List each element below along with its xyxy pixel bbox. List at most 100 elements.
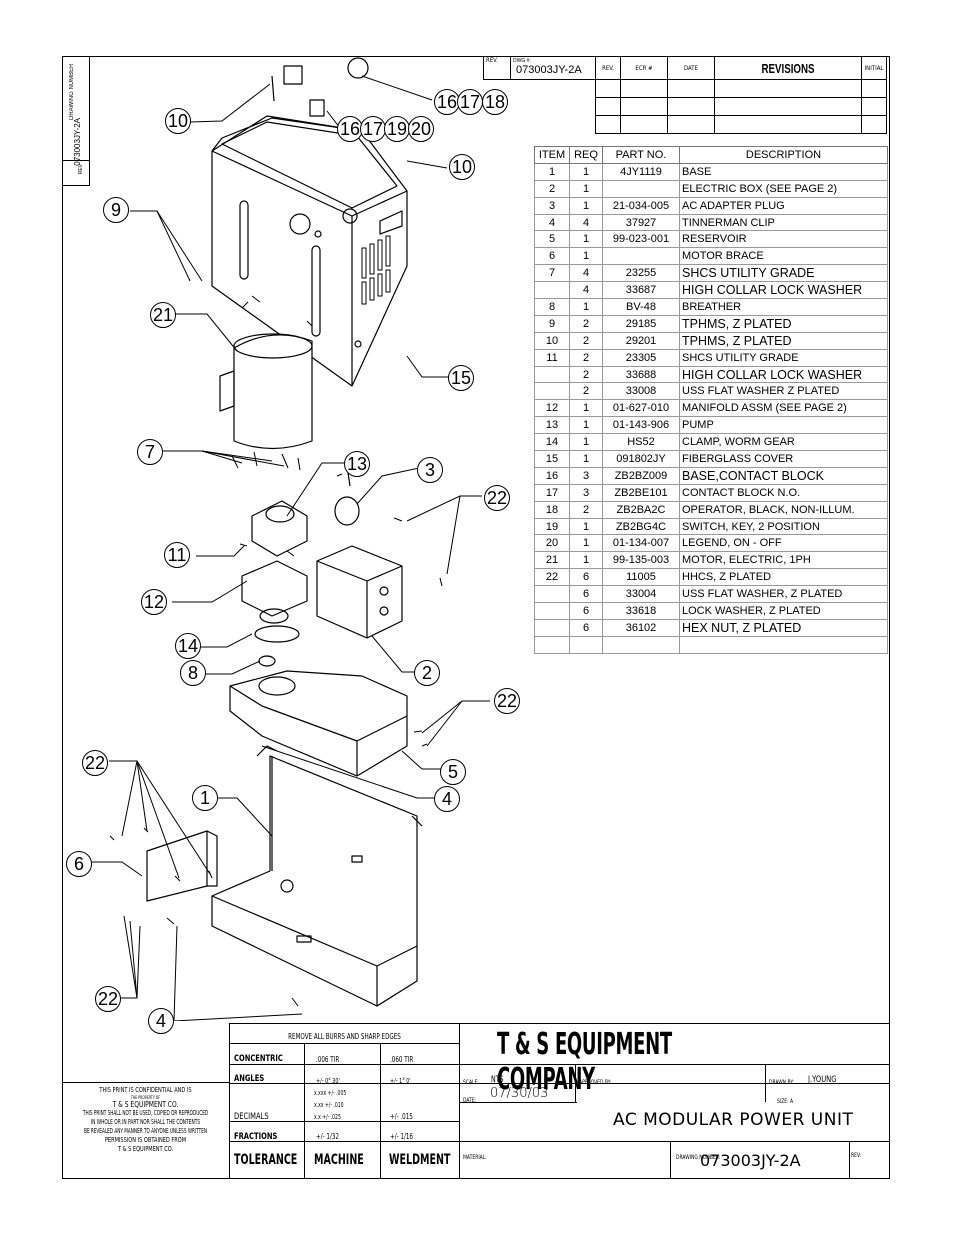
part-number: 33008: [602, 382, 680, 401]
col-rev: REV.: [595, 56, 621, 80]
part-number: ZB2BA2C: [602, 500, 680, 519]
item-number: [534, 382, 570, 401]
drawing-number: 073003JY-2A: [700, 1151, 801, 1170]
part-description: SHCS UTILITY GRADE: [679, 348, 888, 367]
callout-bubble: 17: [360, 116, 386, 142]
item-number: 19: [534, 517, 570, 536]
required-qty: 1: [569, 551, 603, 570]
callout-bubble: 9: [103, 197, 129, 223]
required-qty: 6: [569, 618, 603, 637]
part-description: BASE: [679, 162, 888, 181]
decimals-label: DECIMALS: [234, 1112, 269, 1122]
required-qty: 2: [569, 331, 603, 350]
required-qty: 6: [569, 602, 603, 620]
part-description: TINNERMAN CLIP: [679, 213, 888, 232]
required-qty: 1: [569, 399, 603, 418]
part-number: 33004: [602, 585, 680, 604]
item-number: 13: [534, 416, 570, 435]
callout-bubble: 1: [192, 785, 218, 811]
item-number: 6: [534, 247, 570, 266]
decimals-machine-3: x.x +/- .025: [314, 1113, 341, 1121]
electric-motor: [219, 333, 313, 450]
part-description: ELECTRIC BOX (SEE PAGE 2): [679, 179, 888, 198]
item-number: [534, 635, 570, 654]
required-qty: 1: [569, 416, 603, 435]
part-number: 99-023-001: [602, 230, 680, 249]
part-number: [602, 247, 680, 266]
base: [211, 745, 423, 1007]
company-name: T & S EQUIPMENT COMPANY: [497, 1027, 672, 1097]
required-qty: 1: [569, 298, 603, 316]
part-description: MANIFOLD ASSM (SEE PAGE 2): [679, 399, 888, 418]
part-number: 21-034-005: [602, 196, 680, 215]
callout-bubble: 4: [434, 786, 460, 812]
date-label: DATE:: [463, 1097, 477, 1104]
confidential-line-2: THE PROPERTY OF: [130, 1095, 161, 1100]
required-qty: 4: [569, 281, 603, 300]
part-number: 29185: [602, 314, 680, 333]
drawn-by-label: DRAWN BY:: [769, 1079, 794, 1086]
drawn-by-value: J.YOUNG: [808, 1075, 837, 1085]
drawing-title: AC MODULAR POWER UNIT: [613, 1110, 854, 1130]
confidential-line-4: THIS PRINT SHALL NOT BE USED, COPIED OR …: [82, 1109, 209, 1117]
part-number: 23305: [602, 348, 680, 367]
part-number: 01-143-906: [602, 416, 680, 435]
confidential-line-3: T & S EQUIPMENT CO.: [112, 1100, 179, 1109]
part-number: 23255: [602, 264, 680, 283]
concentric-weldment: .060 TIR: [390, 1055, 414, 1064]
part-number: 01-627-010: [602, 399, 680, 418]
required-qty: 3: [569, 466, 603, 485]
required-qty: 1: [569, 196, 603, 215]
required-qty: 2: [569, 314, 603, 333]
electric-box: [316, 545, 403, 639]
callout-bubble: 8: [180, 660, 206, 686]
callout-bubble: 15: [448, 365, 474, 391]
confidential-line-5: IN WHOLE OR IN PART NOR SHALL THE CONTEN…: [90, 1118, 201, 1126]
motor-brace: [146, 830, 218, 902]
fractions-machine: +/- 1/32: [316, 1132, 339, 1141]
part-number: 33618: [602, 602, 680, 620]
part-description: MOTOR, ELECTRIC, 1PH: [679, 551, 888, 570]
part-description: SHCS UTILITY GRADE: [679, 264, 888, 283]
part-description: CLAMP, WORM GEAR: [679, 433, 888, 452]
part-description: USS FLAT WASHER, Z PLATED: [679, 585, 888, 604]
part-description: TPHMS, Z PLATED: [679, 314, 888, 333]
required-qty: 1: [569, 433, 603, 452]
callout-bubble: 7: [137, 439, 163, 465]
material-label: MATERIAL:: [463, 1154, 487, 1161]
part-number: HS52: [602, 433, 680, 452]
item-number: 20: [534, 534, 570, 553]
approved-label: APPROVED BY:: [579, 1079, 612, 1086]
callout-bubble: 14: [175, 633, 201, 659]
part-description: AC ADAPTER PLUG: [679, 196, 888, 215]
part-number: 4JY1119: [602, 162, 680, 181]
callout-bubble: 21: [150, 302, 176, 328]
drawing-sheet: [62, 56, 890, 1179]
callout-bubble: 6: [66, 851, 92, 877]
header-item: ITEM: [534, 146, 570, 164]
parts-list-header: ITEM REQ PART NO. DESCRIPTION: [534, 146, 888, 164]
callout-bubble: 19: [384, 116, 410, 142]
required-qty: 1: [569, 517, 603, 536]
callout-bubble: 4: [148, 1008, 174, 1034]
concentric-label: CONCENTRIC: [234, 1054, 283, 1064]
part-description: BREATHER: [679, 298, 888, 316]
item-number: 9: [534, 314, 570, 333]
part-description: MOTOR BRACE: [679, 247, 888, 266]
part-description: LOCK WASHER, Z PLATED: [679, 602, 888, 620]
part-number: [602, 179, 680, 198]
part-number: 37927: [602, 213, 680, 232]
part-description: USS FLAT WASHER Z PLATED: [679, 382, 888, 401]
item-number: 10: [534, 331, 570, 350]
